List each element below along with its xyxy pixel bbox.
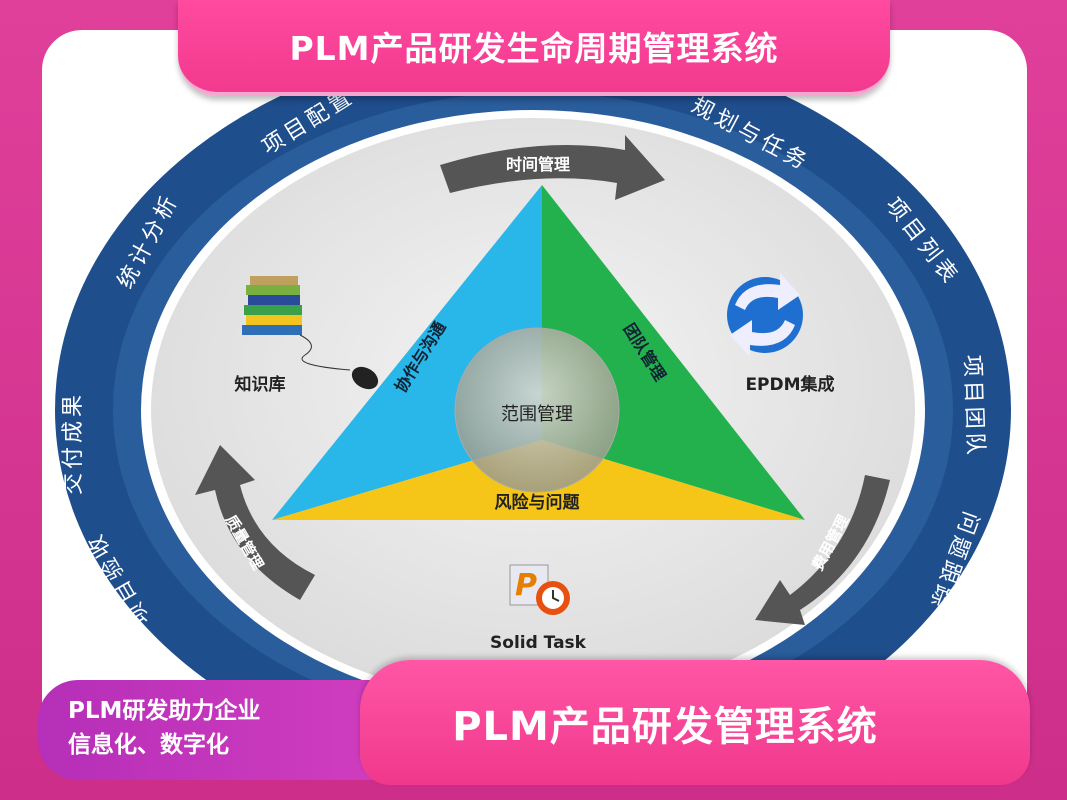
risk-issues-label: 风险与问题 — [495, 492, 581, 513]
footer-title: PLM产品研发管理系统 — [452, 703, 878, 750]
sync-icon — [727, 273, 803, 357]
ring-label-deliverables[interactable]: 交付成果 — [61, 391, 86, 495]
time-arrow-shape — [440, 135, 665, 200]
ring-label-team[interactable]: 项目团队 — [959, 354, 988, 459]
page-title: PLM产品研发生命周期管理系统 — [289, 29, 779, 68]
svg-text:P: P — [515, 568, 537, 603]
epdm-label: EPDM集成 — [745, 374, 834, 395]
header-banner: PLM产品研发生命周期管理系统 — [178, 0, 890, 96]
books-icon — [242, 276, 379, 390]
footer-slogan-line1: PLM研发助力企业 — [68, 698, 261, 724]
scope-circle — [454, 327, 620, 493]
scope-management-label: 范围管理 — [501, 404, 573, 425]
footer-slogan-line2: 信息化、数字化 — [68, 732, 229, 758]
solid-task-label: Solid Task — [490, 633, 587, 653]
knowledge-base-label: 知识库 — [234, 374, 286, 395]
solid-task-icon: P — [509, 564, 570, 615]
footer-banner: PLM研发助力企业 信息化、数字化 PLM产品研发管理系统 — [0, 660, 1067, 800]
footer-right-panel: PLM产品研发管理系统 — [360, 660, 1030, 785]
time-management-label: 时间管理 — [506, 155, 570, 174]
quality-arrow-shape — [195, 445, 315, 600]
cost-arrow-shape — [755, 475, 890, 625]
